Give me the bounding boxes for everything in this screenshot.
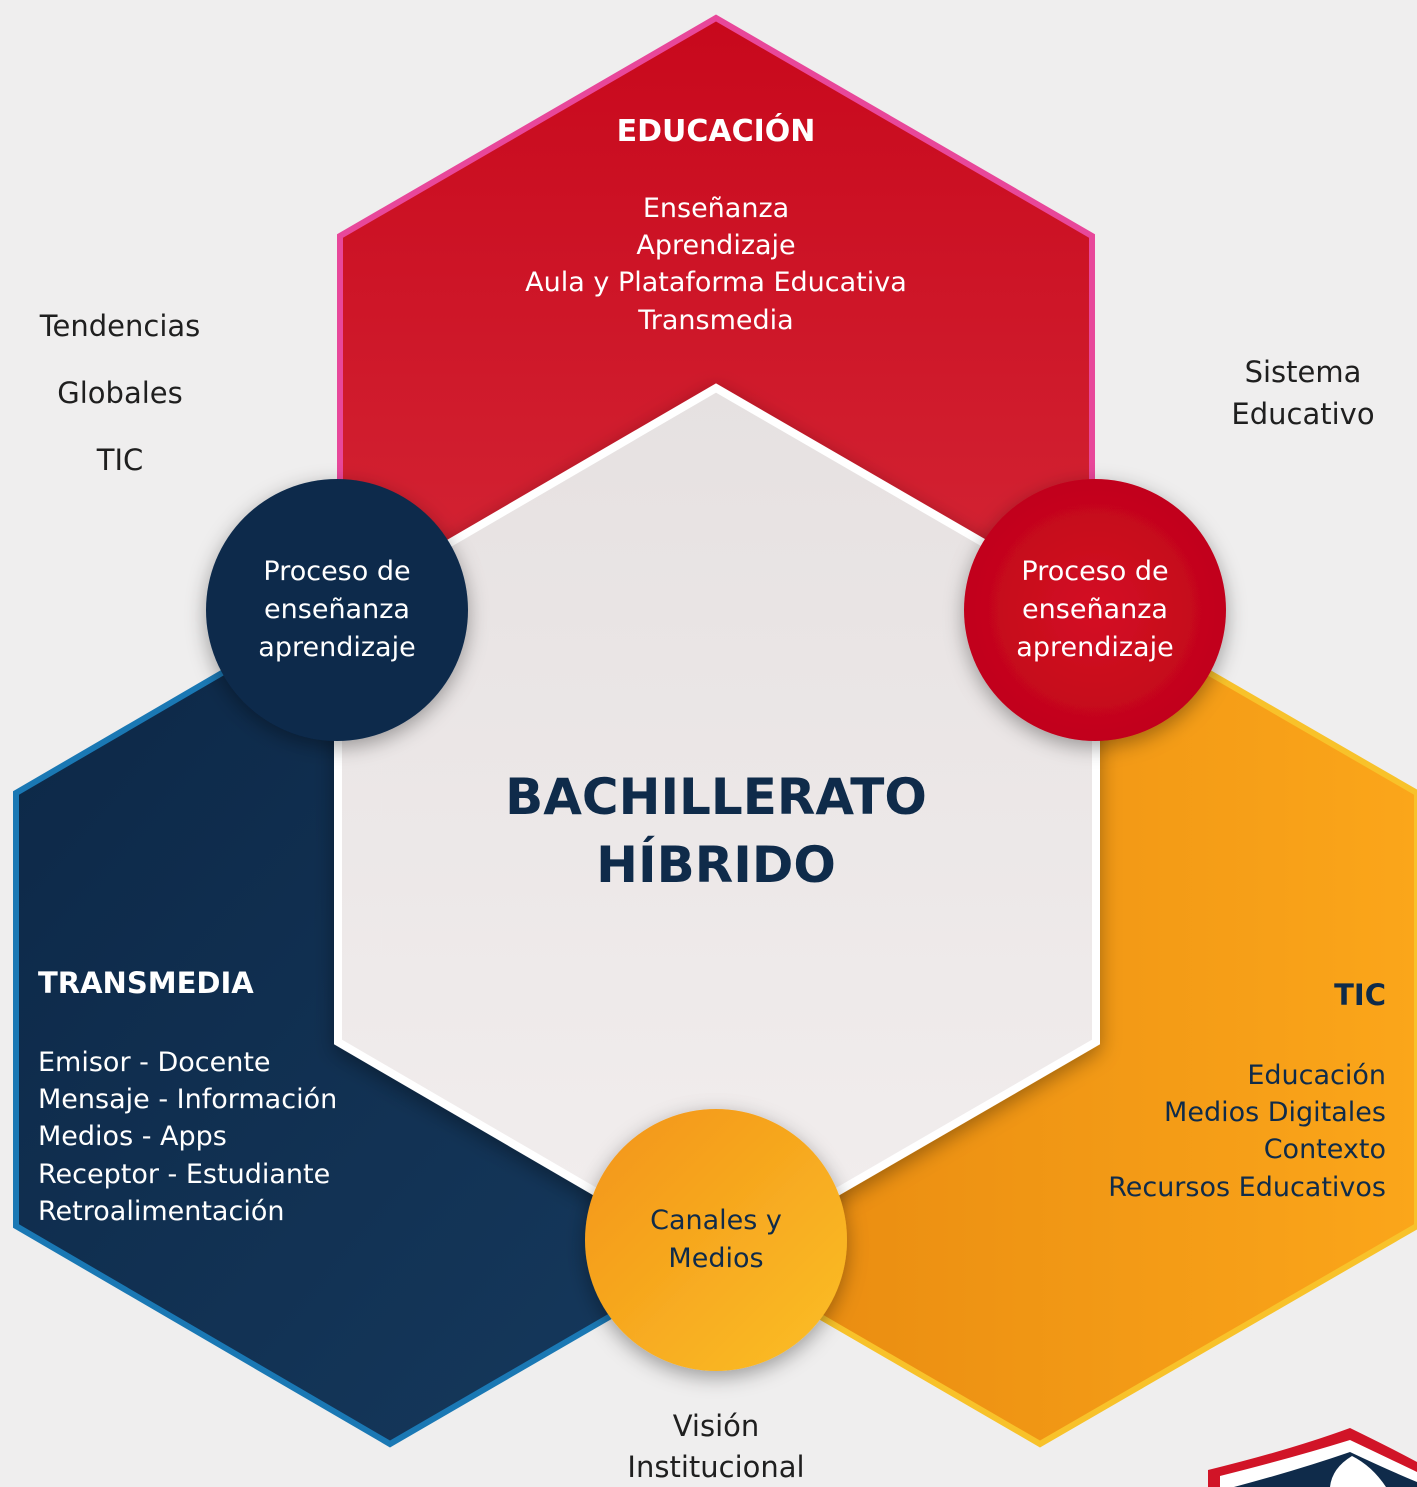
tic-item: Recursos Educativos <box>1108 1172 1386 1203</box>
institution-emblem-icon <box>1208 1428 1417 1487</box>
right-circle-line: Proceso de <box>1021 556 1169 587</box>
right-circle-line: enseñanza <box>1022 594 1168 625</box>
educacion-item: Aprendizaje <box>636 230 796 261</box>
center-title-line2: HÍBRIDO <box>596 836 836 894</box>
transmedia-item: Emisor - Docente <box>38 1047 271 1078</box>
outside-left-label: Tendencias <box>39 309 201 343</box>
tic-item: Educación <box>1247 1060 1386 1091</box>
transmedia-item: Retroalimentación <box>38 1196 285 1227</box>
transmedia-item: Receptor - Estudiante <box>38 1159 331 1190</box>
educacion-item: Transmedia <box>638 305 794 336</box>
center-title-line1: BACHILLERATO <box>505 768 927 826</box>
transmedia-item: Medios - Apps <box>38 1121 227 1152</box>
channels-circle <box>585 1109 847 1371</box>
bottom-circle-line: Medios <box>668 1243 764 1274</box>
outside-bottom-label: Institucional <box>627 1450 805 1484</box>
tic-item: Contexto <box>1263 1134 1386 1165</box>
outside-right-label: Educativo <box>1231 397 1375 431</box>
transmedia-title: TRANSMEDIA <box>38 966 254 1000</box>
educacion-item: Aula y Plataforma Educativa <box>525 267 907 298</box>
bottom-circle-line: Canales y <box>650 1205 782 1236</box>
left-process-circle <box>206 479 468 741</box>
educacion-item: Enseñanza <box>642 193 790 224</box>
transmedia-item: Mensaje - Información <box>38 1084 338 1115</box>
left-circle-line: enseñanza <box>264 594 410 625</box>
left-circle-line: Proceso de <box>263 556 411 587</box>
tic-title: TIC <box>1334 978 1386 1012</box>
tic-item: Medios Digitales <box>1164 1097 1386 1128</box>
outside-bottom-label: Visión <box>672 1409 760 1443</box>
educacion-title: EDUCACIÓN <box>616 114 816 149</box>
outside-left-label: TIC <box>96 443 144 477</box>
right-circle-line: aprendizaje <box>1016 632 1174 663</box>
outside-left-label: Globales <box>57 376 183 410</box>
outside-right-label: Sistema <box>1244 355 1362 389</box>
left-circle-line: aprendizaje <box>258 632 416 663</box>
right-process-circle <box>964 479 1226 741</box>
